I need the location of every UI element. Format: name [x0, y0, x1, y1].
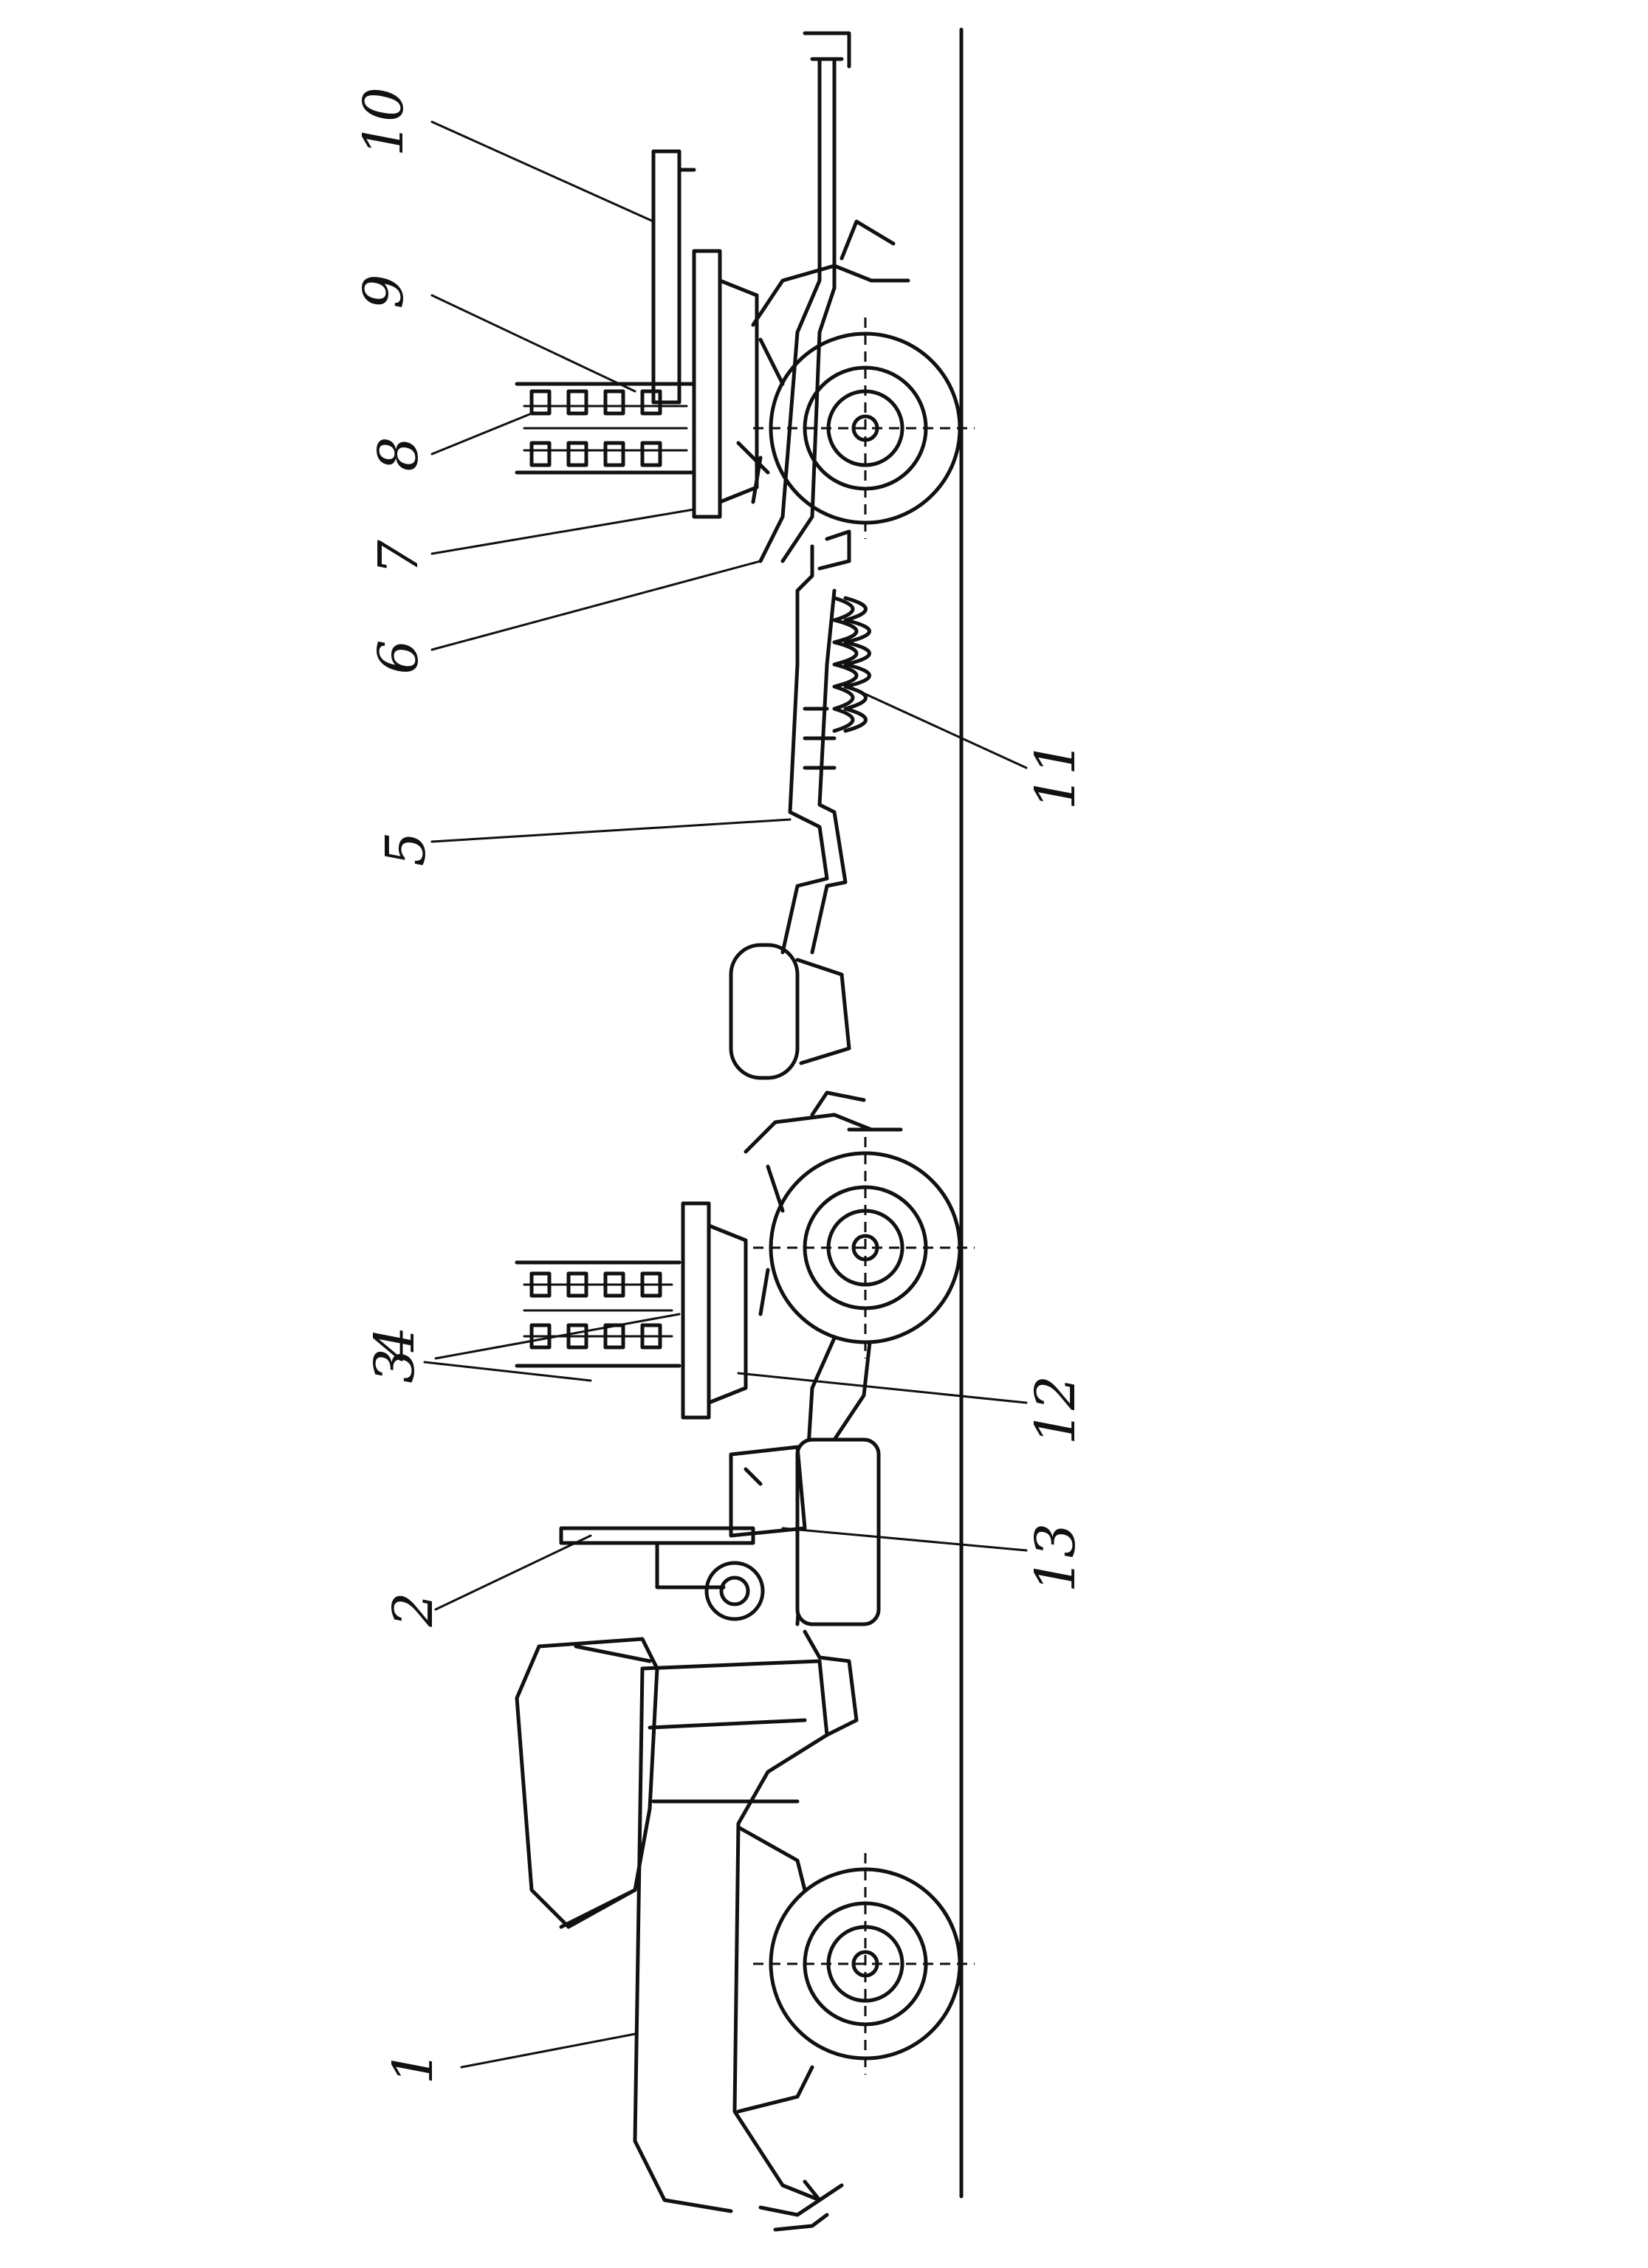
- tractor-vehicle: [515, 943, 975, 2232]
- callout-8: 8: [367, 436, 430, 471]
- front-bolster-3: [681, 1201, 748, 1420]
- callout-11: 11: [1024, 740, 1088, 810]
- tractor-body: [633, 1659, 844, 2213]
- trailer-frame: [758, 57, 837, 563]
- leader-lines: [423, 120, 1028, 2069]
- front-stakes-4: [515, 1260, 681, 1368]
- middle-spare-tyre: [729, 943, 800, 1080]
- rear-stakes-8: [515, 382, 696, 475]
- callout-5: 5: [374, 831, 438, 866]
- callout-10: 10: [352, 87, 416, 157]
- extension-beam-10: [651, 149, 696, 405]
- fuel-tank-13: [795, 1437, 881, 1626]
- reach-pole-5: [780, 544, 848, 955]
- brake-hose-11: [832, 596, 859, 733]
- callout-12: 12: [1024, 1375, 1088, 1445]
- callout-9: 9: [352, 274, 416, 309]
- trailer-vehicle: [515, 31, 975, 571]
- callout-3: 3: [363, 1348, 427, 1383]
- rear-bolster-7: [692, 249, 759, 519]
- callout-labels: 1 2 3 4 5 6 7 8 9 10 11 12 13: [352, 87, 1088, 2085]
- tractor-cab: [515, 1637, 659, 1929]
- callout-4: 4: [363, 1326, 427, 1361]
- callout-7: 7: [367, 540, 430, 574]
- spare-wheel: [704, 1561, 765, 1621]
- tractor-rear-wheel: [753, 1137, 975, 1358]
- callout-13: 13: [1024, 1523, 1088, 1592]
- callout-6: 6: [367, 639, 430, 674]
- callout-2: 2: [382, 1592, 445, 1627]
- trailer-wheel: [753, 317, 975, 539]
- callout-1: 1: [382, 2049, 445, 2084]
- headboard-2: [559, 1526, 755, 1590]
- tractor-front-wheel: [753, 1853, 975, 2075]
